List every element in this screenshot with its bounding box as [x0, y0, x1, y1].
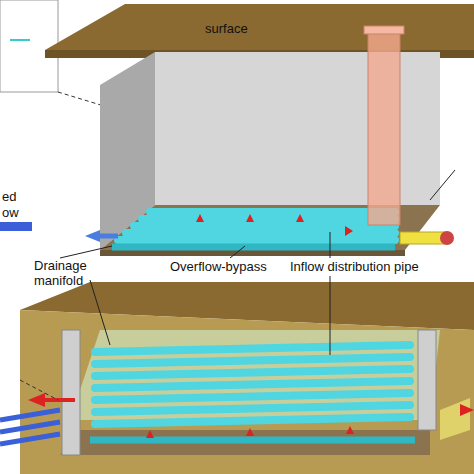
surface-label: surface: [205, 22, 248, 37]
part-label: Inflow distribution pipe: [290, 260, 419, 275]
part-label: Drainage manifold: [34, 259, 102, 289]
cropped-label: ed: [2, 190, 16, 205]
part-label: Overflow-bypass: [170, 260, 267, 275]
cropped-label: ow: [2, 206, 19, 221]
